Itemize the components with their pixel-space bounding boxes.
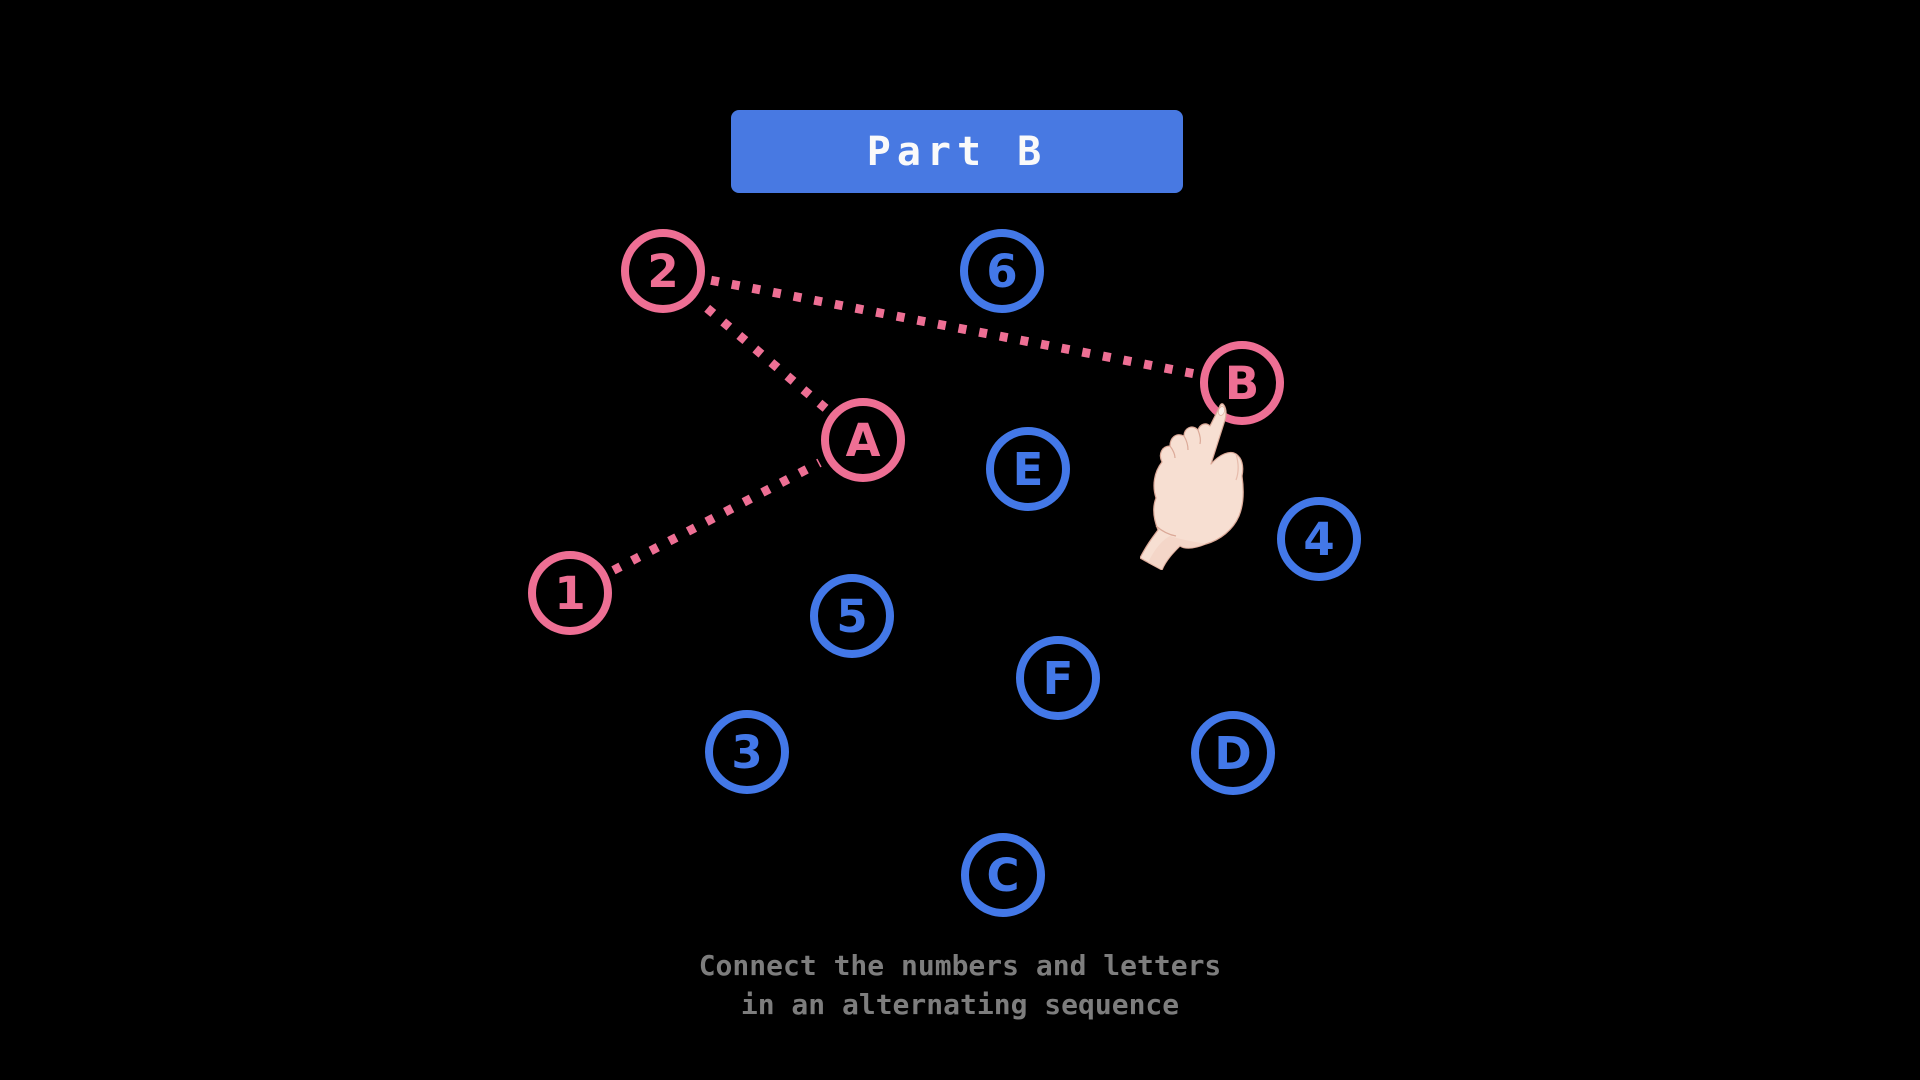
connection-line-A-2 bbox=[697, 299, 829, 412]
node-6[interactable]: 6 bbox=[960, 229, 1044, 313]
node-B[interactable]: B bbox=[1200, 341, 1284, 425]
node-1[interactable]: 1 bbox=[528, 551, 612, 635]
node-A[interactable]: A bbox=[821, 398, 905, 482]
part-header: Part B bbox=[731, 110, 1183, 193]
node-E[interactable]: E bbox=[986, 427, 1070, 511]
instructions-text: Connect the numbers and letters in an al… bbox=[0, 946, 1920, 1024]
connection-line-1-A bbox=[611, 458, 822, 575]
connection-line-2-B bbox=[710, 275, 1195, 379]
node-C[interactable]: C bbox=[961, 833, 1045, 917]
node-2[interactable]: 2 bbox=[621, 229, 705, 313]
instructions-line1: Connect the numbers and letters bbox=[698, 949, 1222, 982]
node-3[interactable]: 3 bbox=[705, 710, 789, 794]
instructions-line2: in an alternating sequence bbox=[740, 988, 1180, 1021]
node-F[interactable]: F bbox=[1016, 636, 1100, 720]
node-5[interactable]: 5 bbox=[810, 574, 894, 658]
node-D[interactable]: D bbox=[1191, 711, 1275, 795]
part-header-label: Part B bbox=[866, 128, 1048, 175]
node-4[interactable]: 4 bbox=[1277, 497, 1361, 581]
